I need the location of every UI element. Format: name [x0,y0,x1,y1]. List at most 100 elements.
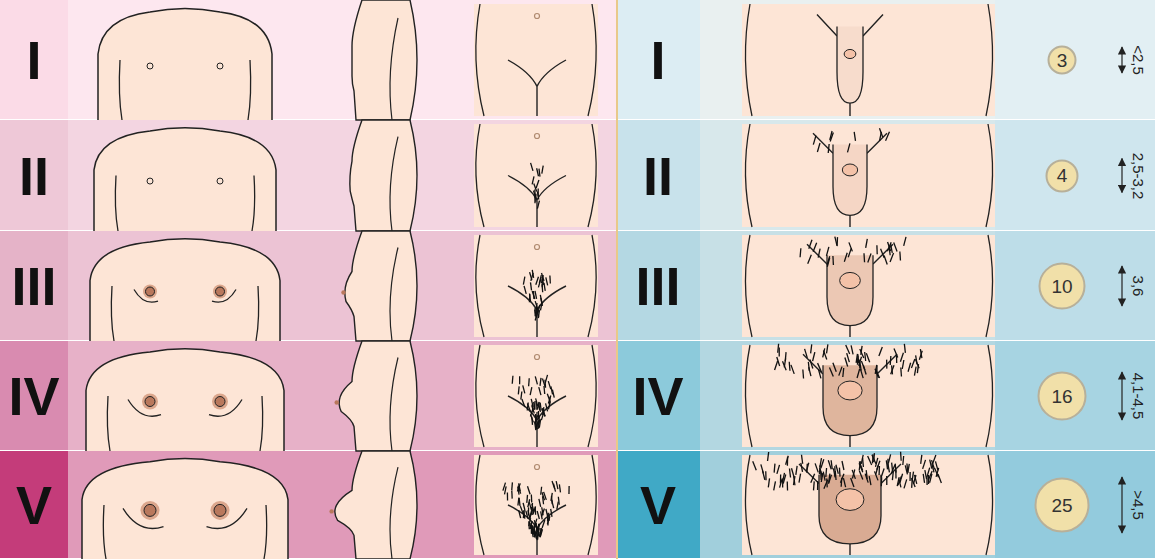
right-numeral-cell [617,120,700,231]
hair-stroke [552,500,554,508]
hair-stroke [848,143,850,152]
stage-numeral: II [19,149,49,203]
hair-stroke [919,351,922,360]
hair-stroke [828,144,830,153]
right-numeral-cell [617,341,700,451]
left-band [0,0,617,120]
hair-stroke [535,519,537,527]
organ-outline [823,365,877,435]
hair-stroke [836,465,838,474]
nipple [147,178,153,184]
hair-stroke [824,480,828,489]
hair-stroke [539,387,541,395]
hair-stroke [830,132,833,141]
hair-stroke [905,465,907,474]
panel-divider [616,0,618,559]
hair-stroke [532,525,534,533]
groin-line [803,354,897,447]
torso-outline [90,239,280,341]
hair-stroke [869,476,871,485]
hip-line [745,235,752,337]
hair-stroke [866,470,868,479]
nipple [214,504,226,516]
organ-outline [827,255,873,325]
nipple [341,290,345,294]
hair-stroke [546,403,548,411]
hair-stroke [813,481,815,490]
hair-stroke [861,455,863,464]
groin-line [508,286,566,337]
hair-stroke [821,473,823,482]
dimension-arrow [1121,372,1122,420]
hair-stroke [826,247,828,256]
stage-numeral: V [16,478,52,532]
hair-stroke [818,249,820,258]
hair-stroke [792,468,795,477]
hair-stroke [530,272,532,280]
stage-row [90,231,1122,341]
hair-stroke [904,237,906,246]
groin-line [817,14,883,116]
hair-stroke [861,346,862,355]
hair-stroke [866,353,869,362]
hair-stroke [794,476,795,485]
hair-stroke [538,416,539,424]
hair-stroke [881,477,883,486]
hair-stroke [888,242,891,251]
areola [211,501,230,520]
hair-stroke [881,249,885,258]
hair-stroke [540,302,542,310]
hip-line [986,4,993,116]
areola [212,394,228,410]
volume-circle: 16 [1037,371,1087,421]
hair-stroke [801,463,803,472]
hair-stroke [541,273,544,281]
arm-line [260,396,263,451]
hip-line [986,345,993,447]
hair-stroke [827,344,828,353]
dimension-label: <2,5 [1131,45,1146,75]
hair-stroke [836,237,838,246]
hair-stroke [875,471,878,480]
right-band [617,0,1155,120]
hair-stroke [535,376,537,384]
hair-stroke [540,528,542,536]
pubic-panel [474,4,598,116]
hair-stroke [813,243,817,252]
arm-line [390,358,398,452]
hair-stroke [518,498,519,506]
hair-stroke [842,461,844,470]
hair-stroke [533,291,535,299]
hair-stroke [872,455,876,464]
hair-stroke [529,294,531,302]
torso-outline [98,8,272,120]
hair-stroke [530,511,532,519]
hair-stroke [785,352,787,361]
left-numeral-cell [0,120,68,231]
hair-stroke [768,452,769,461]
right-band [617,451,1155,559]
hair-stroke [539,420,540,428]
left-numeral-cell [0,451,68,559]
hair-stroke [519,498,521,506]
hair-stroke [805,349,808,358]
hair-stroke [528,378,530,386]
hip-line [588,455,596,555]
hair-stroke [868,253,871,262]
hair-stroke [540,403,541,411]
arm-line [115,176,118,232]
hair-stroke [538,529,540,537]
side-profile [350,120,417,231]
hair-stroke [527,403,530,411]
hair-stroke [799,248,801,257]
right-numeral-cell [617,451,700,559]
hair-stroke [535,414,536,422]
hair-stroke [542,166,543,174]
arm-line [256,286,259,341]
hair-stroke [892,471,894,480]
hip-line [588,124,596,227]
nipple [335,400,339,404]
torso-outline [82,459,288,559]
hair-stroke [896,354,898,363]
